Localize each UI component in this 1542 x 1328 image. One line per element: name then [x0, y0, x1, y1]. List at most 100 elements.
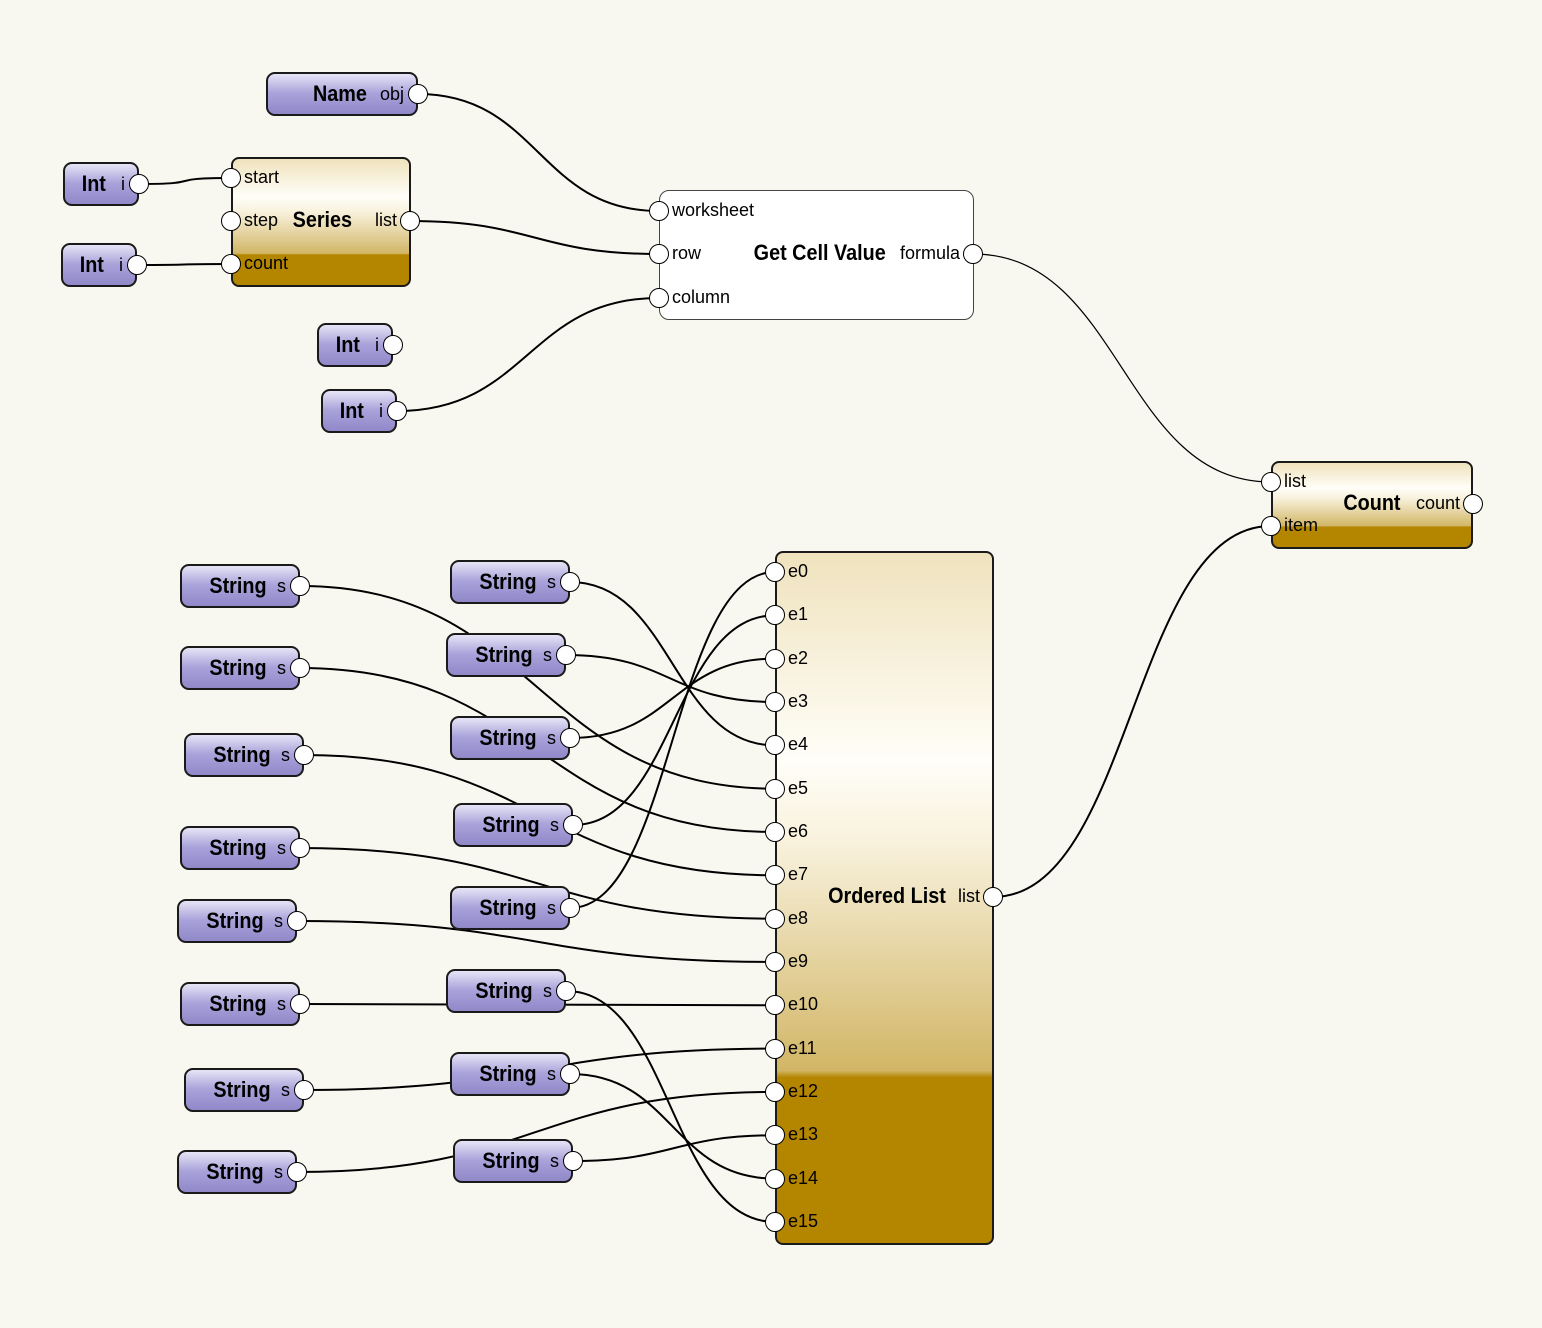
input-port-start[interactable] [221, 168, 241, 188]
input-port-column[interactable] [649, 288, 669, 308]
param-title: String [206, 908, 264, 933]
component-ordered[interactable] [775, 551, 994, 1245]
output-port-formula[interactable] [963, 244, 983, 264]
wire-21 [569, 1073, 776, 1180]
input-port-e9[interactable] [765, 951, 785, 972]
output-port-count[interactable] [1463, 494, 1483, 514]
wire-9 [569, 657, 776, 739]
param-title: Name [313, 81, 367, 106]
param-title: Int [339, 398, 364, 423]
input-port-e15[interactable] [765, 1211, 785, 1232]
param-output-label: s [547, 898, 556, 918]
input-port-e7[interactable] [765, 865, 785, 886]
input-label-e6: e6 [788, 820, 809, 841]
input-port-e14[interactable] [765, 1168, 785, 1189]
output-port[interactable] [387, 401, 407, 421]
input-label-e10: e10 [788, 994, 819, 1015]
input-port-e12[interactable] [765, 1081, 785, 1102]
input-port-e10[interactable] [765, 995, 785, 1016]
param-output-label: s [274, 911, 283, 931]
output-port[interactable] [560, 898, 580, 918]
param-output-label: i [121, 174, 125, 194]
output-port[interactable] [294, 745, 314, 765]
param-output-label: s [281, 745, 290, 765]
output-port[interactable] [290, 658, 310, 678]
input-label-list: list [1284, 471, 1306, 491]
output-port[interactable] [290, 576, 310, 596]
output-port[interactable] [127, 255, 147, 275]
output-label-count: count [1415, 493, 1460, 513]
input-port-e13[interactable] [765, 1125, 785, 1146]
output-port[interactable] [287, 911, 307, 931]
input-port-step[interactable] [221, 211, 241, 231]
input-port-e2[interactable] [765, 648, 785, 669]
param-title: String [213, 1077, 271, 1102]
component-series[interactable] [231, 157, 411, 287]
input-port-e6[interactable] [765, 821, 785, 842]
input-port-e11[interactable] [765, 1038, 785, 1059]
param-output-label: s [547, 572, 556, 592]
component-getcell[interactable] [659, 190, 974, 320]
output-port[interactable] [290, 994, 310, 1014]
input-port-e0[interactable] [765, 562, 785, 582]
output-port[interactable] [294, 1080, 314, 1100]
output-port[interactable] [563, 815, 583, 835]
output-label-formula: formula [899, 243, 960, 263]
output-port[interactable] [560, 1064, 580, 1084]
output-port[interactable] [563, 1151, 583, 1171]
input-port-e4[interactable] [765, 735, 785, 756]
output-port[interactable] [556, 645, 576, 665]
output-port[interactable] [287, 1162, 307, 1182]
output-port-list[interactable] [983, 887, 1003, 907]
input-label-e15: e15 [788, 1210, 819, 1231]
input-port-list[interactable] [1261, 472, 1281, 492]
output-port[interactable] [383, 335, 403, 355]
param-output-label: i [119, 255, 123, 275]
input-port-e1[interactable] [765, 605, 785, 626]
output-label-list: list [375, 210, 397, 230]
output-port[interactable] [129, 174, 149, 194]
input-port-row[interactable] [649, 244, 669, 264]
output-port[interactable] [560, 728, 580, 748]
output-port[interactable] [556, 981, 576, 1001]
input-port-count[interactable] [221, 254, 241, 274]
output-port-list[interactable] [400, 211, 420, 231]
input-port-worksheet[interactable] [649, 201, 669, 221]
output-port[interactable] [290, 838, 310, 858]
output-port[interactable] [560, 572, 580, 592]
component-count[interactable] [1271, 461, 1473, 549]
param-output-label: s [281, 1080, 290, 1100]
component-title: Count [1343, 490, 1401, 515]
output-port[interactable] [408, 84, 428, 104]
input-label-e1: e1 [788, 604, 809, 625]
input-label-row: row [672, 243, 702, 263]
input-port-e8[interactable] [765, 908, 785, 929]
param-output-label: s [550, 815, 559, 835]
input-port-e3[interactable] [765, 691, 785, 712]
input-port-item[interactable] [1261, 516, 1281, 536]
param-output-label: s [547, 728, 556, 748]
input-port-e5[interactable] [765, 778, 785, 799]
